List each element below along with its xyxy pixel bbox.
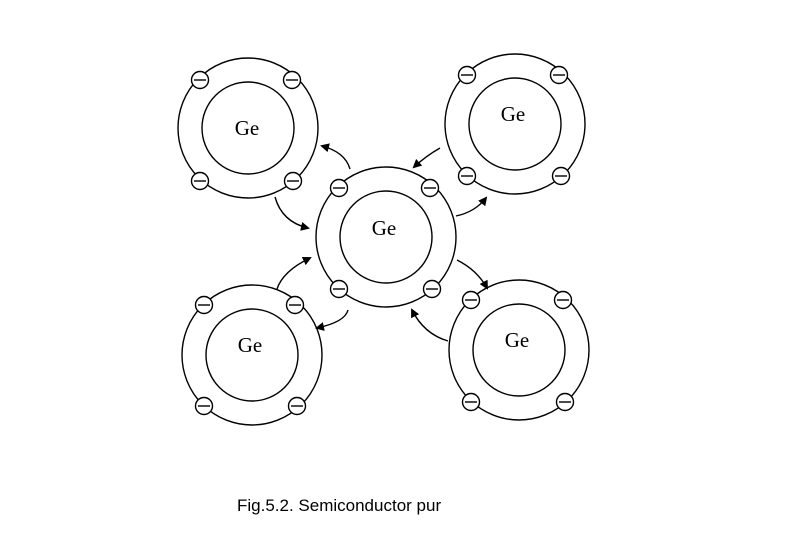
electron xyxy=(461,290,481,310)
atom-label: Ge xyxy=(501,102,526,126)
atom-bottom-left: Ge xyxy=(181,284,323,426)
electron xyxy=(282,70,302,90)
electron xyxy=(457,65,477,85)
electron xyxy=(551,166,571,186)
bond-arrow-bottom-right-to-center xyxy=(411,308,449,342)
electron xyxy=(285,295,305,315)
electron xyxy=(194,295,214,315)
electron xyxy=(190,171,210,191)
bond-arrow-center-to-top-left xyxy=(320,143,351,170)
electron xyxy=(420,178,440,198)
atom-label: Ge xyxy=(238,333,263,357)
electron xyxy=(555,392,575,412)
atom-label: Ge xyxy=(372,216,397,240)
atom-label: Ge xyxy=(235,116,260,140)
bond-arrow-center-to-bottom-left xyxy=(315,309,349,331)
bond-arrow-center-to-top-right xyxy=(455,196,488,217)
electron xyxy=(553,290,573,310)
electron xyxy=(194,396,214,416)
atom-center: Ge xyxy=(315,166,457,308)
atom-bottom-right: Ge xyxy=(448,279,590,421)
bond-arrow-top-right-to-center xyxy=(412,147,441,169)
electron xyxy=(190,70,210,90)
bond-arrows xyxy=(274,143,488,342)
bond-arrow-top-left-to-center xyxy=(274,196,310,231)
figure-caption: Fig.5.2. Semiconductor pur xyxy=(237,496,442,515)
bond-arrow-bottom-left-to-center xyxy=(276,256,312,290)
atom-label: Ge xyxy=(505,328,530,352)
electron xyxy=(287,396,307,416)
electron xyxy=(422,279,442,299)
bond-arrow-center-to-bottom-right xyxy=(456,259,488,290)
electron xyxy=(283,171,303,191)
electron xyxy=(329,279,349,299)
electron xyxy=(329,178,349,198)
electron xyxy=(457,166,477,186)
electron xyxy=(461,392,481,412)
atom-top-left: Ge xyxy=(177,57,319,199)
atom-top-right: Ge xyxy=(444,53,586,195)
electron xyxy=(549,65,569,85)
